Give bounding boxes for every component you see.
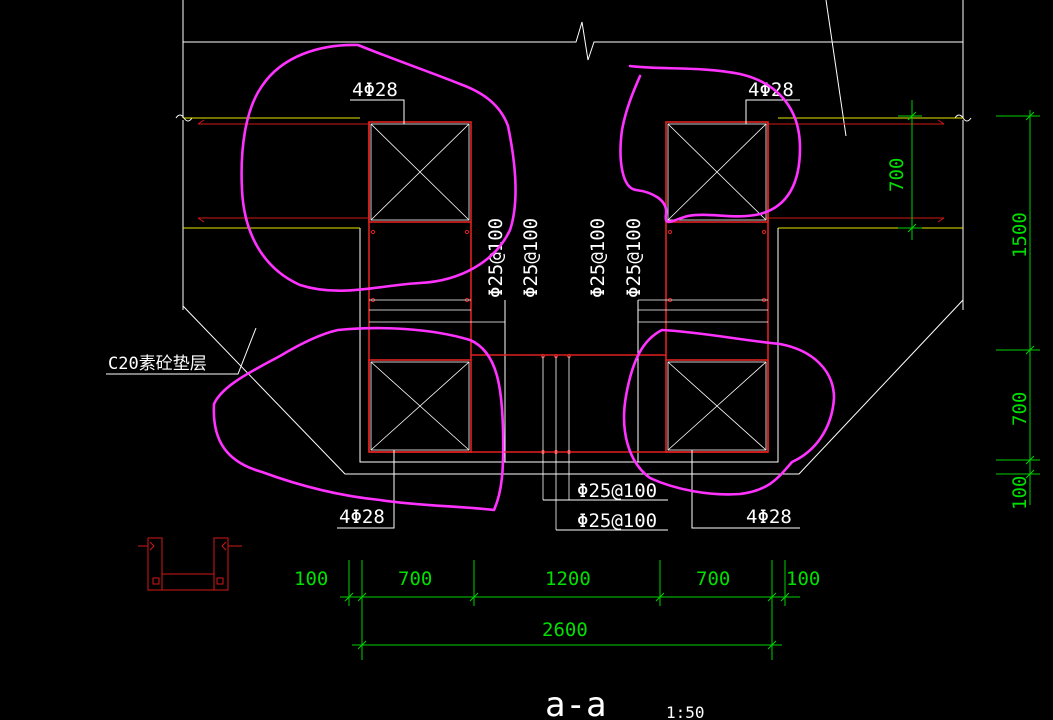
markup-circle-top-right xyxy=(619,64,802,224)
section-scale: 1:50 xyxy=(666,703,705,720)
markup-circle-bottom-left xyxy=(212,326,505,512)
web-stirrups xyxy=(369,299,768,530)
stirrup-label-bottom-a: Φ25@100 xyxy=(577,480,657,502)
section-key-icon xyxy=(138,537,242,591)
dim-bottom-3: 1200 xyxy=(545,568,591,590)
dim-bottom-2: 700 xyxy=(398,568,432,590)
dim-right-3: 700 xyxy=(1009,392,1031,426)
stirrup-label-right-a: Φ25@100 xyxy=(587,218,609,298)
dim-bottom-5: 100 xyxy=(786,568,820,590)
stirrup-label-right-b: Φ25@100 xyxy=(623,218,645,298)
reinforcement xyxy=(197,119,945,455)
corner-bar-crosses xyxy=(370,123,767,451)
stirrup-label-bottom-b: Φ25@100 xyxy=(577,510,657,532)
dimension-lines xyxy=(340,100,1040,660)
dim-right-4: 100 xyxy=(1009,476,1031,510)
stirrup-label-left-b: Φ25@100 xyxy=(520,218,542,298)
markup-circle-top-left xyxy=(240,43,517,293)
rebar-label-top-right: 4Φ28 xyxy=(748,79,794,101)
dim-bottom-1: 100 xyxy=(294,568,328,590)
dim-right-1: 700 xyxy=(886,158,908,192)
label-leaders xyxy=(106,99,800,531)
markup-annotations xyxy=(212,43,836,512)
section-title: a-a xyxy=(545,685,606,720)
stirrup-label-left-a: Φ25@100 xyxy=(485,218,507,298)
slab-lines xyxy=(183,117,963,229)
dim-bottom-4: 700 xyxy=(696,568,730,590)
structure-outline xyxy=(175,0,972,475)
rebar-label-bottom-right: 4Φ28 xyxy=(746,506,792,528)
markup-circle-bottom-right xyxy=(622,328,836,496)
rebar-label-bottom-left: 4Φ28 xyxy=(339,506,385,528)
dim-total: 2600 xyxy=(542,619,588,641)
cushion-label: C20素砼垫层 xyxy=(108,354,207,374)
rebar-label-top-left: 4Φ28 xyxy=(352,79,398,101)
dim-right-2: 1500 xyxy=(1009,212,1031,258)
